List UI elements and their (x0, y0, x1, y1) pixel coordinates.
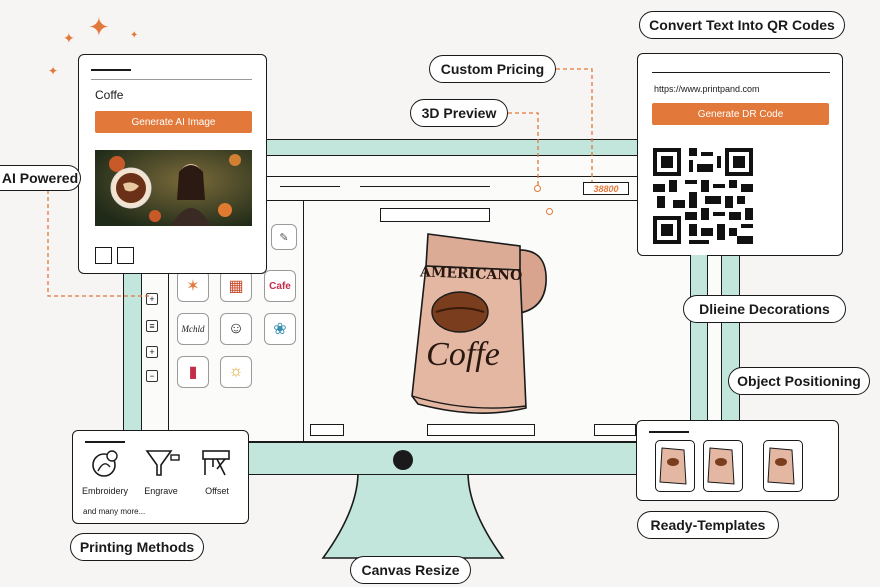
thumb-slot-2[interactable] (117, 247, 134, 264)
zoom-out-tool[interactable]: − (146, 370, 158, 382)
sparkle-icon: ✦ (63, 30, 75, 46)
callout-custom-pricing: Custom Pricing (429, 55, 556, 83)
more-methods-text: and many more... (83, 507, 146, 516)
stars-icon[interactable]: ✶ (177, 270, 209, 302)
bag-script: Coffe (426, 336, 500, 373)
prompt-field[interactable]: Coffe (95, 88, 124, 102)
sparkle-icon: ✦ (88, 12, 110, 42)
ai-generated-image (95, 150, 252, 226)
callout-qr-codes: Convert Text Into QR Codes (639, 11, 845, 39)
qr-code-image (653, 148, 753, 244)
qr-code-card: https://www.printpand.com Generate DR Co… (637, 53, 843, 256)
price-tag[interactable]: 38800 (583, 182, 629, 195)
offset-icon (202, 450, 230, 476)
method-label-engrave: Engrave (144, 486, 178, 496)
cafe-sticker-icon[interactable]: Cafe (264, 270, 296, 302)
cake-icon[interactable]: ▦ (220, 270, 252, 302)
ai-image-card: Coffe Generate AI Image (78, 54, 267, 274)
canvas-handle-right[interactable] (594, 424, 636, 436)
callout-3d-preview: 3D Preview (410, 99, 508, 127)
generate-ai-image-button[interactable]: Generate AI Image (95, 111, 252, 133)
qr-url-input[interactable]: https://www.printpand.com (654, 84, 760, 94)
coffee-bag[interactable] (408, 228, 554, 424)
method-label-offset: Offset (205, 486, 229, 496)
script-text-icon[interactable]: Mchld (177, 313, 209, 345)
price-value: 38800 (593, 183, 619, 194)
canvas-top-handle[interactable] (380, 208, 490, 222)
engrave-icon (145, 450, 180, 476)
preview-anchor-dot (534, 185, 541, 192)
lightbulb-icon[interactable]: ☼ (220, 356, 252, 388)
thumb-slot-1[interactable] (95, 247, 112, 264)
method-label-embroidery: Embroidery (81, 486, 128, 496)
leopard-icon[interactable]: ❀ (264, 313, 296, 345)
template-bags (659, 447, 795, 485)
callout-ready-templates: Ready-Templates (637, 511, 779, 539)
monitor-stand (321, 471, 505, 559)
callout-ai-powered: AI Powered (0, 165, 81, 191)
zoom-in-tool[interactable]: + (146, 346, 158, 358)
power-button[interactable] (393, 450, 413, 470)
sparkle-icon: ✦ (130, 30, 139, 41)
canvas-handle-center[interactable] (427, 424, 535, 436)
page-tool[interactable]: ≡ (146, 320, 158, 332)
callout-decorations: Dlieine Decorations (683, 295, 846, 323)
embroidery-icon (92, 450, 118, 477)
callout-printing-methods: Printing Methods (70, 533, 204, 561)
sparkle-icon: ✦ (48, 64, 59, 78)
printing-methods-card: Embroidery Engrave Offset and many more.… (72, 430, 249, 524)
face-sketch-icon[interactable]: ☺ (220, 313, 252, 345)
canvas-anchor-dot (546, 208, 553, 215)
qr-connector-column (690, 255, 708, 440)
phone-icon[interactable]: ▮ (177, 356, 209, 388)
generate-qr-code-button[interactable]: Generate DR Code (652, 103, 829, 125)
canvas-handle-left[interactable] (310, 424, 344, 436)
lettering-icon[interactable]: ✎ (271, 224, 297, 250)
callout-canvas-resize: Canvas Resize (350, 556, 471, 584)
callout-object-positioning: Object Positioning (728, 367, 870, 395)
